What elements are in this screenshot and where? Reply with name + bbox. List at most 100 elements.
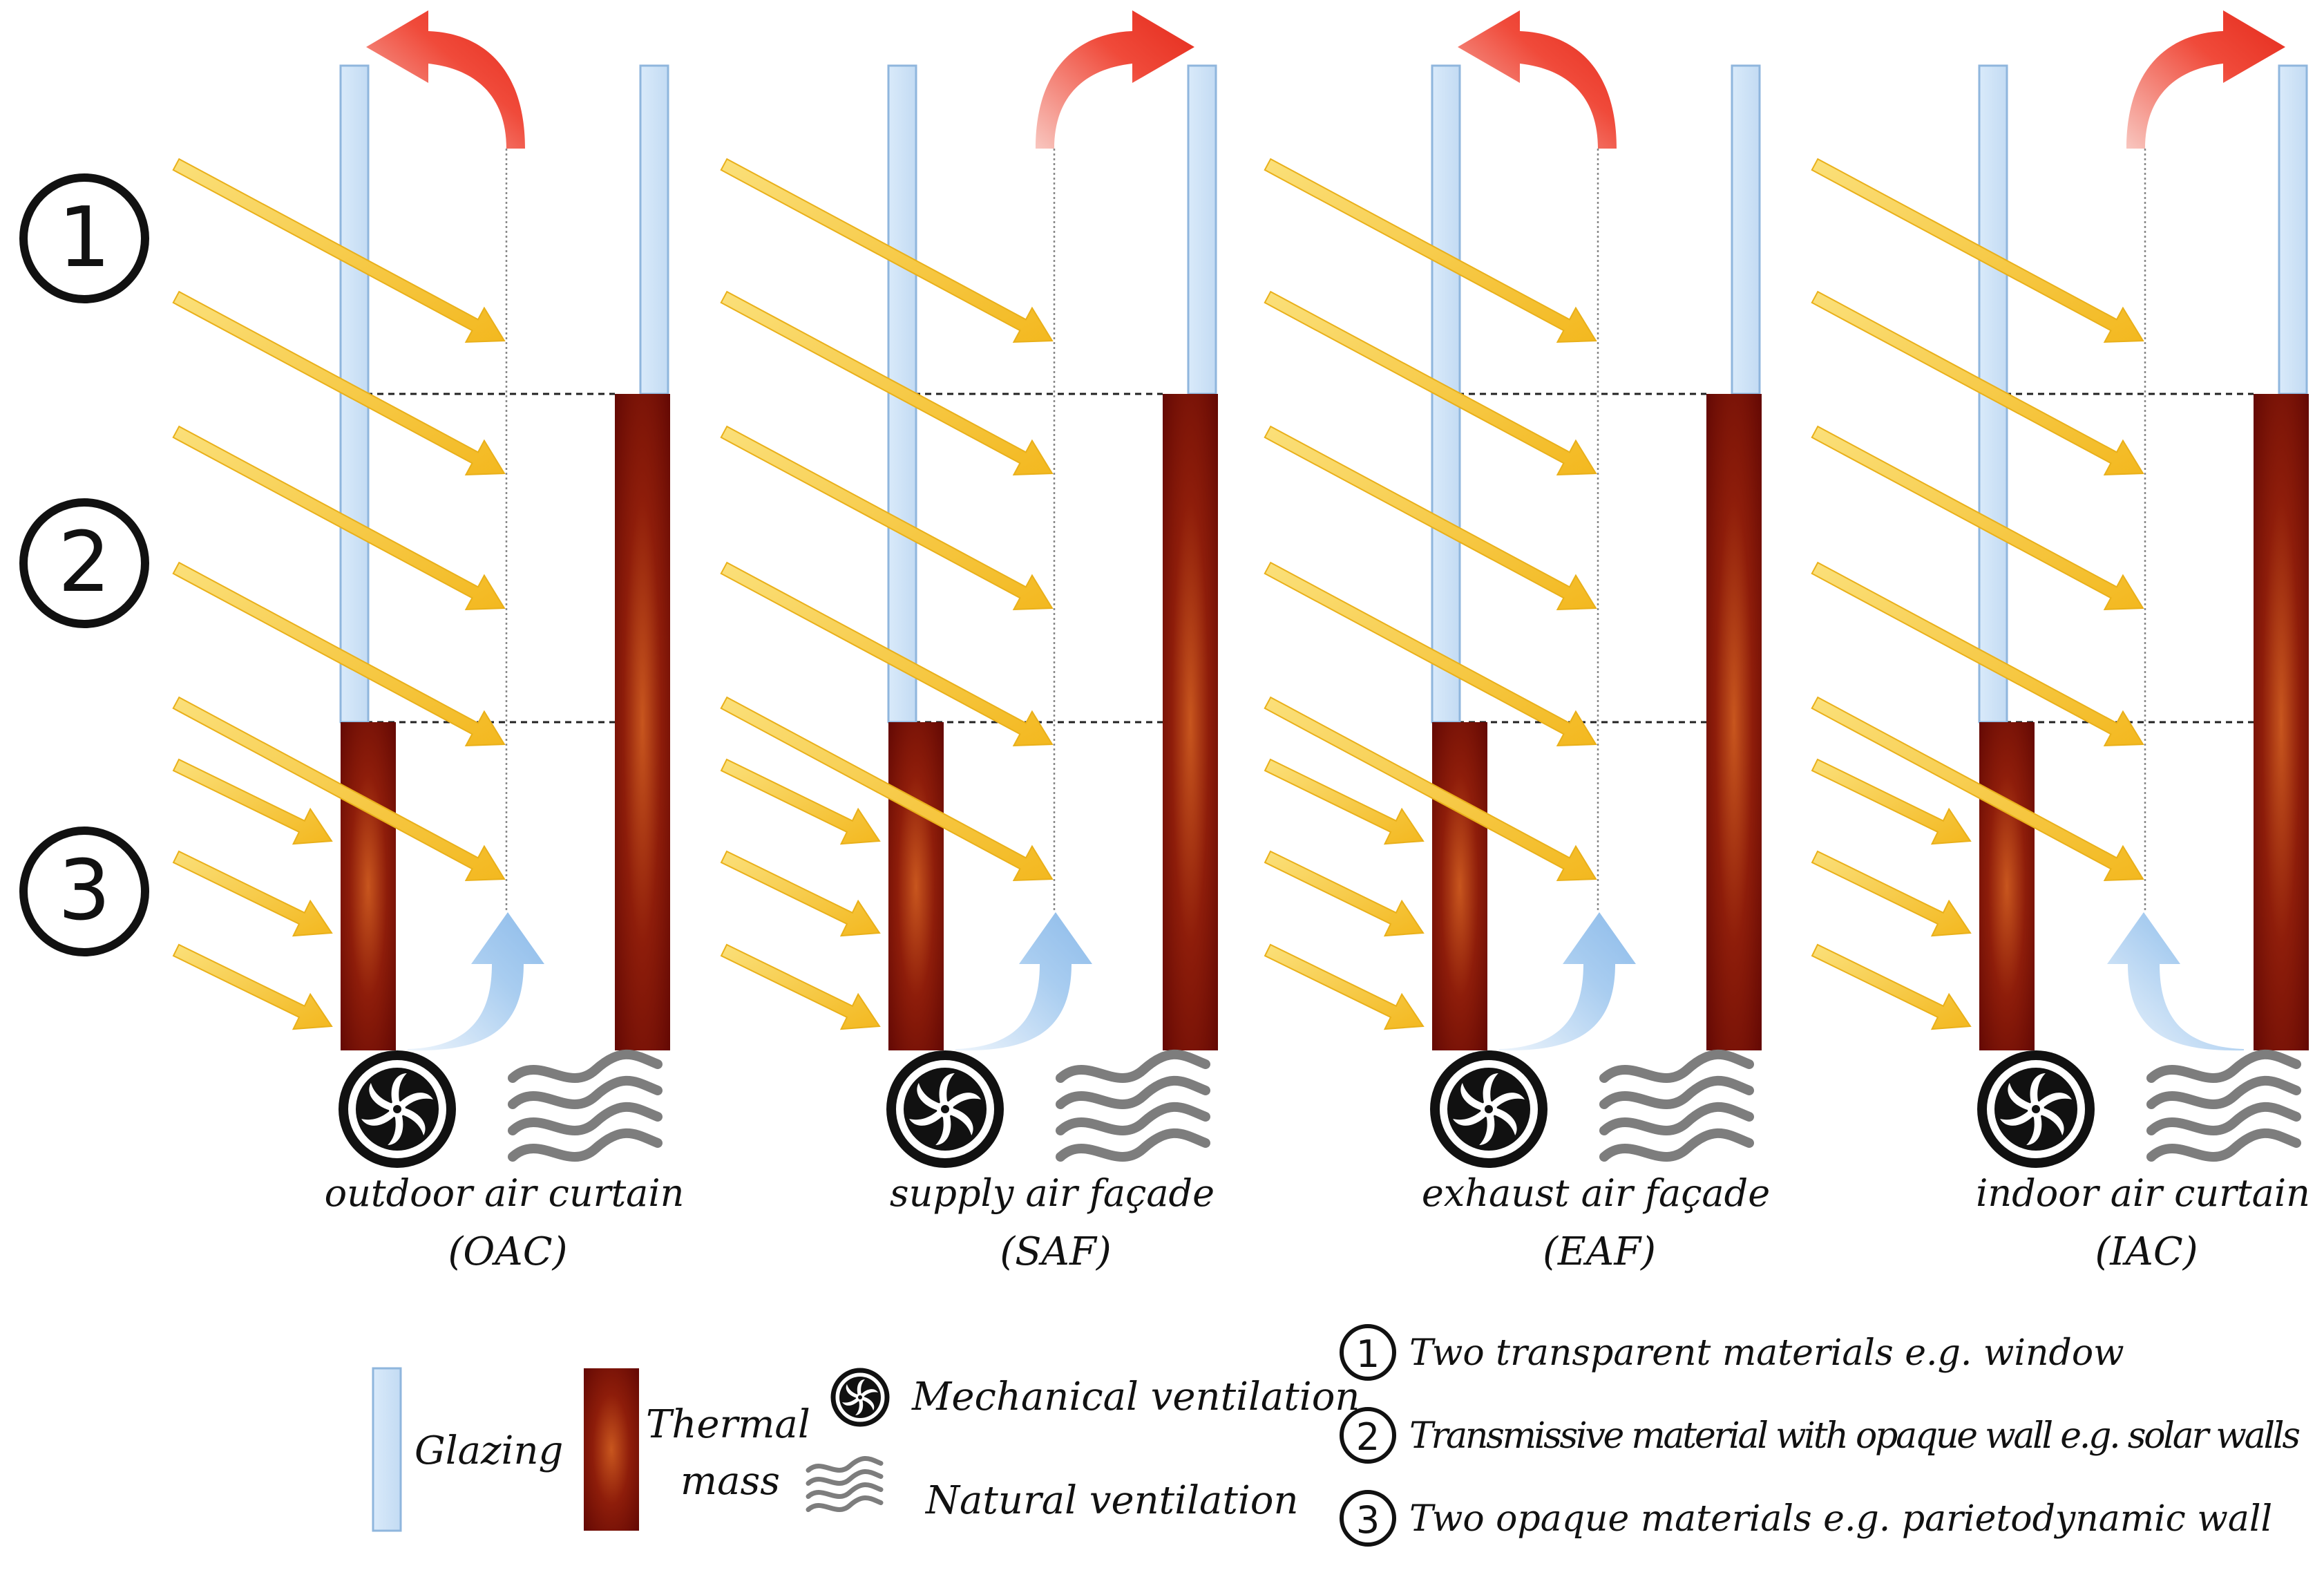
solar-radiation-arrow [1811,561,2144,747]
zone-marker-3: 3 [19,827,149,956]
solar-radiation-arrow [1811,425,2144,611]
solar-radiation-arrow [1811,290,2144,476]
zone-description-2: 2 Transmissive material with opaque wall … [1340,1407,2301,1464]
zone-description-3: 3 Two opaque materials e.g. parietodynami… [1340,1490,2272,1547]
solar-radiation-arrow [172,158,506,343]
legend: Glazing Thermal mass Mechanical ventilat… [372,1324,2301,1547]
solar-radiation-arrow [172,943,333,1030]
solar-radiation-arrow [172,425,506,611]
panel-abbreviation: (EAF) [1543,1229,1656,1274]
facade-panels: outdoor air curtain (OAC) supply air façad… [172,10,2310,1274]
zone-marker-number: 1 [58,190,111,286]
outer-thermal-mass [341,722,396,1050]
zone-marker-number: 2 [58,515,111,611]
exhaust-air-arrow [366,10,525,149]
solar-radiation-arrow [1264,943,1425,1030]
inner-thermal-mass [1163,394,1218,1050]
natural-ventilation-icon [2146,1049,2301,1162]
mechanical-ventilation-fan-icon [886,1050,1004,1168]
inner-glazing [1187,64,1217,395]
inner-thermal-mass [615,394,670,1050]
legend-thermal-mass-label-1: Thermal [646,1402,810,1447]
mechanical-ventilation-fan-icon [1977,1050,2095,1168]
solar-radiation-arrow [1811,758,1972,845]
solar-radiation-arrow [1811,158,2144,343]
outer-thermal-mass [1432,722,1487,1050]
legend-fan-icon [830,1368,890,1427]
inner-glazing [639,64,669,395]
supply-air-arrow [1499,912,1636,1051]
zone-description-number: 1 [1356,1332,1380,1376]
legend-natural-vent-icon [806,1456,884,1512]
zone-description-text: Two transparent materials e.g. window [1409,1332,2124,1374]
solar-radiation-arrow [720,850,881,937]
panel-name: supply air façade [890,1171,1215,1215]
solar-radiation-arrow [720,943,881,1030]
inner-glazing [1731,64,1761,395]
panel-name: outdoor air curtain [325,1171,685,1215]
zone-description-text: Two opaque materials e.g. parietodynamic… [1409,1498,2272,1540]
zone-marker-1: 1 [19,173,149,303]
legend-glazing-label: Glazing [415,1428,563,1473]
legend-natural-ventilation-label: Natural ventilation [924,1478,1299,1523]
solar-radiation-arrow [172,850,333,937]
zone-description-text: Transmissive material with opaque wall e… [1409,1415,2301,1457]
solar-radiation-arrow [172,561,506,747]
solar-radiation-arrow [720,425,1054,611]
zone-description-number: 3 [1356,1498,1380,1542]
zone-description-number: 2 [1356,1415,1380,1459]
outer-thermal-mass [888,722,944,1050]
inner-glazing [2278,64,2308,395]
solar-radiation-arrow [720,561,1054,747]
solar-radiation-arrow [1264,758,1425,845]
natural-ventilation-icon [1599,1049,1754,1162]
solar-radiation-arrow [1264,290,1597,476]
panel-iac: indoor air curtain (IAC) [1811,10,2310,1274]
solar-radiation-arrow [1811,943,1972,1030]
natural-ventilation-icon [1056,1049,1210,1162]
panel-abbreviation: (IAC) [2095,1229,2198,1274]
legend-mechanical-ventilation-label: Mechanical ventilation [911,1375,1360,1419]
zone-marker-number: 3 [58,843,111,939]
mechanical-ventilation-fan-icon [339,1050,456,1168]
outer-thermal-mass [1979,722,2035,1050]
supply-air-arrow [955,912,1092,1051]
zone-description-1: 1 Two transparent materials e.g. window [1340,1324,2124,1381]
solar-radiation-arrow [1264,158,1597,343]
solar-radiation-arrow [172,696,506,882]
supply-air-arrow [408,912,544,1051]
solar-radiation-arrow [1811,850,1972,937]
natural-ventilation-icon [508,1049,663,1162]
solar-radiation-arrow [1264,425,1597,611]
panel-abbreviation: (OAC) [448,1229,568,1274]
exhaust-air-arrow [1036,10,1194,149]
legend-glazing-swatch [372,1367,402,1532]
solar-radiation-arrow [172,758,333,845]
panel-name: indoor air curtain [1976,1171,2310,1215]
solar-radiation-arrow [1264,561,1597,747]
solar-radiation-arrow [720,696,1054,882]
zone-marker-2: 2 [19,498,149,628]
solar-radiation-arrow [720,290,1054,476]
zone-markers: 1 2 3 [19,173,149,956]
panel-saf: supply air façade (SAF) [720,10,1218,1274]
panel-name: exhaust air façade [1422,1171,1770,1215]
solar-radiation-arrow [720,158,1054,343]
solar-radiation-arrow [1811,696,2144,882]
inner-thermal-mass [1706,394,1762,1050]
panel-eaf: exhaust air façade (EAF) [1264,10,1770,1274]
solar-radiation-arrow [1264,696,1597,882]
solar-radiation-arrow [720,758,881,845]
solar-radiation-arrow [1264,850,1425,937]
exhaust-air-arrow [2126,10,2285,149]
supply-air-arrow [2107,912,2244,1051]
panel-abbreviation: (SAF) [1000,1229,1111,1274]
legend-thermal-mass-label-2: mass [680,1459,780,1504]
exhaust-air-arrow [1458,10,1617,149]
solar-radiation-arrow [172,290,506,476]
panel-oac: outdoor air curtain (OAC) [172,10,685,1274]
legend-thermal-mass-swatch [584,1368,639,1531]
inner-thermal-mass [2254,394,2309,1050]
